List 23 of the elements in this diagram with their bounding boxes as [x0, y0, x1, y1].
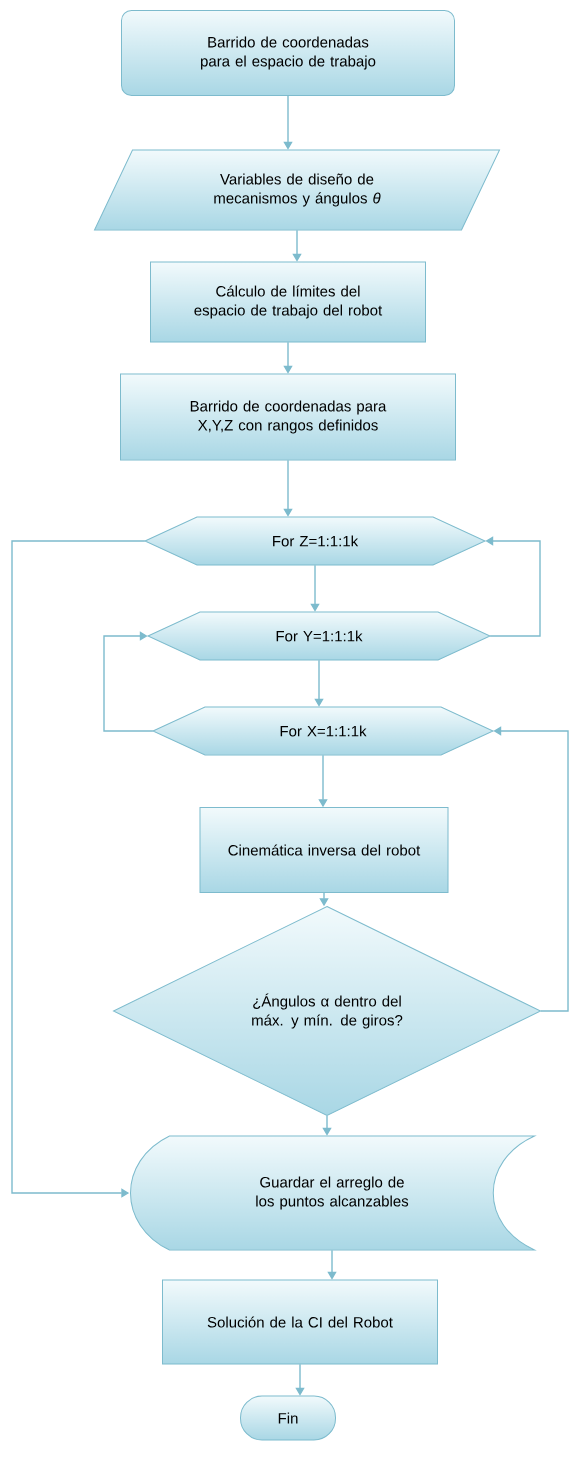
- arrow: [292, 229, 302, 262]
- arrow: [283, 341, 293, 374]
- arrow: [295, 1363, 305, 1396]
- terminator: Fin: [240, 1395, 336, 1441]
- arrow: [11, 540, 146, 1198]
- process-box: Solución de la CI del Robot: [162, 1279, 438, 1365]
- arrow: [103, 631, 154, 732]
- process-box: Barrido de coordenadas para X,Y,Z con rangos definidos: [120, 373, 456, 461]
- arrow: [314, 659, 324, 707]
- arrow: [283, 95, 293, 150]
- arrow: [283, 459, 293, 517]
- loop-hexagon: For Y=1:1:1k: [147, 611, 491, 661]
- arrow: [485, 536, 541, 637]
- loop-hexagon: For X=1:1:1k: [152, 706, 494, 756]
- arrow: [310, 564, 320, 612]
- loop-hexagon: For Z=1:1:1k: [144, 516, 486, 566]
- input-parallelogram: Variables de diseño de mecanismos y ángulos θ: [94, 149, 500, 231]
- process-box: Barrido de coordenadas para el espacio de trabajo: [121, 10, 455, 96]
- process-box: Cálculo de límites del espacio de trabajo del robot: [150, 261, 426, 343]
- process-box: Cinemática inversa del robot: [199, 807, 449, 893]
- arrow: [322, 1115, 332, 1136]
- arrow: [493, 726, 569, 1012]
- arrow: [327, 1249, 337, 1280]
